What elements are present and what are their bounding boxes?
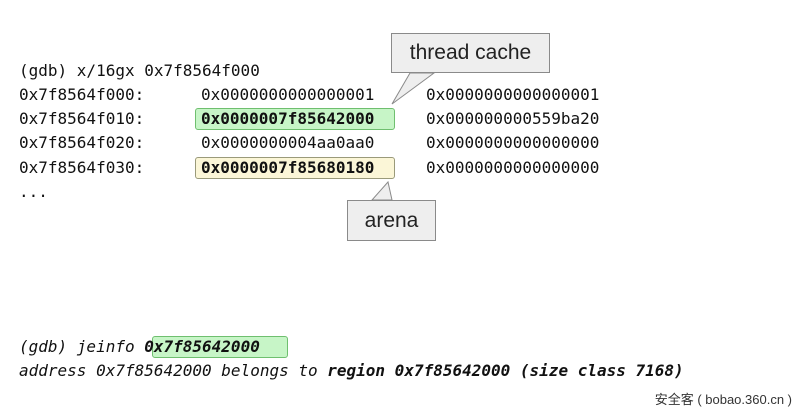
dump-row-1-col2: 0x000000000559ba20 — [426, 109, 600, 128]
dump-row-3-col1: 0x0000007f85680180 — [201, 158, 375, 177]
dump-row-1-addr: 0x7f8564f010: — [19, 109, 145, 128]
dump-row-2-col1: 0x0000000004aa0aa0 — [201, 133, 375, 152]
jeinfo-arg-highlight — [152, 336, 288, 358]
jeinfo-prompt: (gdb) jeinfo — [19, 337, 145, 356]
gdb-x-command: (gdb) x/16gx 0x7f8564f000 — [19, 61, 260, 80]
dump-row-0-addr: 0x7f8564f000: — [19, 85, 145, 104]
jeinfo-result-region: region 0x7f85642000 (size class 7168) — [327, 361, 684, 380]
jeinfo-arg: 0x7f85642000 — [144, 337, 260, 356]
jeinfo-command: (gdb) jeinfo 0x7f85642000 — [19, 337, 260, 357]
watermark-text: 安全客 ( bobao.360.cn ) — [654, 392, 792, 407]
arena-pointer — [370, 180, 393, 201]
jeinfo-result: address 0x7f85642000 belongs to region 0… — [19, 361, 684, 381]
dump-row-3-col2: 0x0000000000000000 — [426, 158, 600, 177]
dump-row-0-col1: 0x0000000000000001 — [201, 85, 375, 104]
dump-row-0-col2: 0x0000000000000001 — [426, 85, 600, 104]
arena-highlight — [195, 157, 395, 179]
dump-row-3-addr: 0x7f8564f030: — [19, 158, 145, 177]
arena-callout: arena — [347, 200, 436, 241]
dump-ellipsis: ... — [19, 182, 48, 201]
dump-row-2-col2: 0x0000000000000000 — [426, 133, 600, 152]
thread-cache-callout: thread cache — [391, 33, 550, 73]
dump-row-2-addr: 0x7f8564f020: — [19, 133, 145, 152]
thread-cache-highlight — [195, 108, 395, 130]
jeinfo-result-prefix: address 0x7f85642000 belongs to — [19, 361, 328, 380]
dump-row-1-col1: 0x0000007f85642000 — [201, 109, 375, 128]
